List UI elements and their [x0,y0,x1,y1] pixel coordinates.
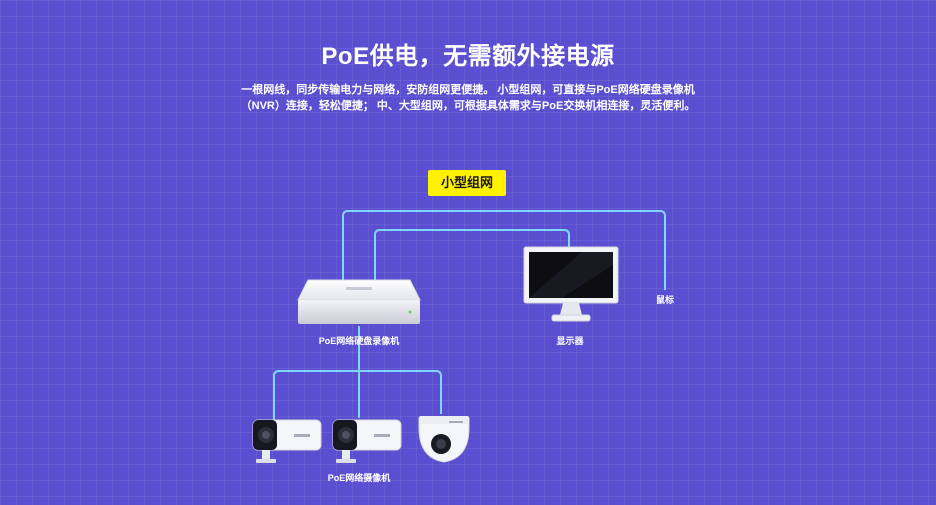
nvr-to-monitor-line [374,229,570,282]
bullet-camera-2-icon [332,419,402,463]
nvr-label: PoE网络硬盘录像机 [318,336,400,346]
nvr-to-mouse-line [342,210,666,290]
mouse-label: 鼠标 [655,295,675,305]
page-subtitle: 一根网线，同步传输电力与网络，安防组网更便捷。 小型组网，可直接与PoE网络硬盘… [0,82,936,114]
subtitle-line-2: （NVR）连接，轻松便捷； 中、大型组网，可根据具体需求与PoE交换机相连接，灵… [240,100,696,112]
monitor-label: 显示器 [556,336,584,346]
camera-bus-line [273,370,442,420]
bullet-camera-1-icon [252,419,322,463]
small-network-badge: 小型组网 [428,170,506,196]
page-title: PoE供电，无需额外接电源 [321,43,615,70]
dome-camera-icon [418,416,470,463]
nvr-device-icon [297,279,421,324]
subtitle-line-1: 一根网线，同步传输电力与网络，安防组网更便捷。 小型组网，可直接与PoE网络硬盘… [241,84,695,96]
camera-label: PoE网络摄像机 [327,473,391,483]
monitor-device-icon [523,246,619,322]
